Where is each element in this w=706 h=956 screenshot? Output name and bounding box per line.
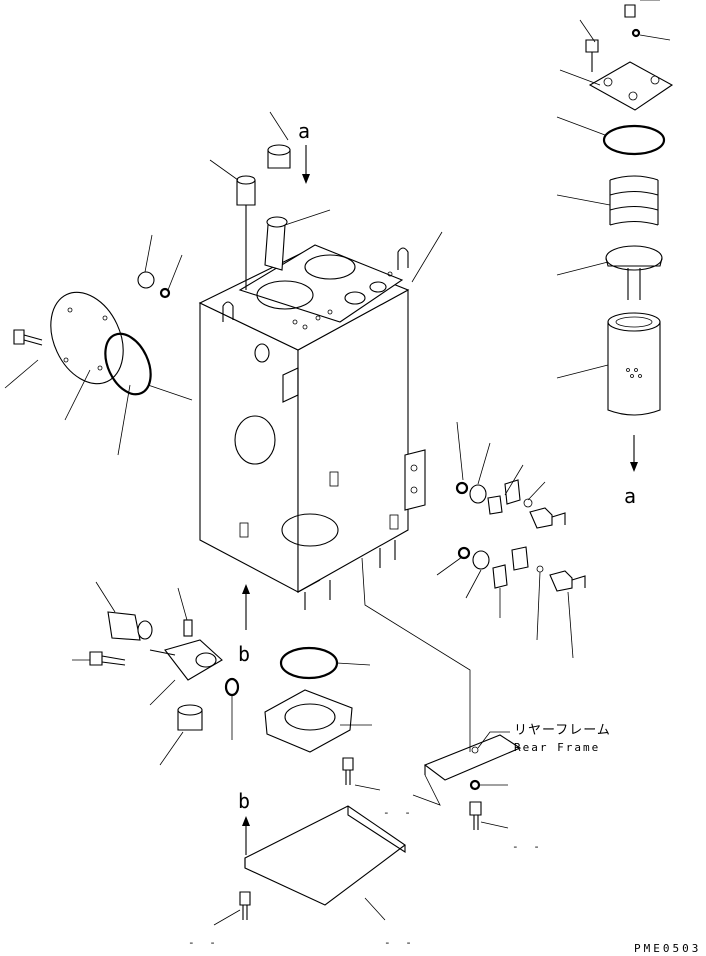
under-cover-plate	[244, 805, 406, 906]
arrow-into-tank-bottom	[242, 584, 250, 630]
drawing-code: PME0503	[634, 942, 701, 955]
flow-label-b-lower: b	[238, 789, 250, 813]
flow-label-a-top: a	[298, 119, 310, 143]
filler-pipe	[264, 216, 288, 271]
rear-frame-label-japanese: リヤーフレーム	[514, 723, 611, 738]
breather-cap	[267, 144, 291, 169]
small-oring	[224, 677, 240, 697]
rear-frame-label-english: Rear Frame	[514, 741, 600, 754]
dash-mark: - -	[384, 936, 416, 949]
arrow-filter-out	[630, 435, 638, 472]
cover-bolt	[13, 329, 43, 346]
dash-mark: - -	[383, 806, 415, 819]
pin	[183, 619, 193, 637]
flange-bolt	[89, 651, 126, 666]
plug-left-top	[137, 271, 171, 299]
strainer-fitting	[107, 611, 153, 641]
hydraulic-tank-body	[198, 244, 426, 610]
outlet-flange	[149, 639, 223, 681]
sight-gauge	[236, 175, 256, 290]
side-cover-oring	[104, 332, 152, 396]
dash-mark: - -	[188, 936, 220, 949]
bottom-port-cover	[264, 689, 353, 753]
bottom-port-oring	[279, 646, 339, 680]
arrow-to-tank-top	[302, 145, 310, 184]
drain-plug	[177, 704, 203, 731]
cover-bolt-bottom	[342, 757, 354, 785]
arrow-b-lower	[242, 816, 250, 855]
rear-frame-bracket	[423, 734, 522, 830]
flange-group-upper	[455, 479, 566, 529]
dash-mark: - -	[512, 840, 544, 853]
flange-group-lower	[457, 546, 586, 592]
leader-lines	[4, 0, 671, 926]
under-cover-bolt	[239, 891, 251, 920]
side-cover-plate	[50, 291, 124, 385]
flow-label-b-middle: b	[238, 642, 250, 666]
filter-assembly	[585, 4, 674, 416]
flow-label-a-bottom: a	[624, 484, 636, 508]
